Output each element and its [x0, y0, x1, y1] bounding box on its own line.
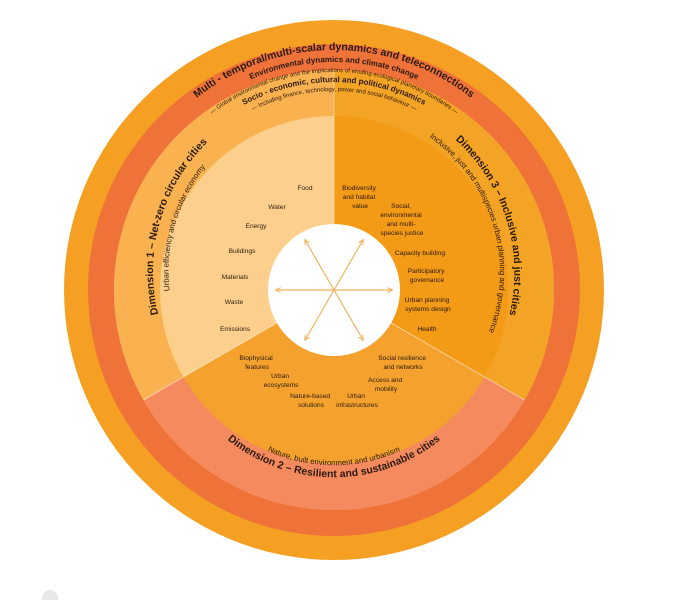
- item-buildings: Buildings: [229, 248, 256, 255]
- item-waste: Waste: [225, 299, 244, 306]
- item-urban-planning: Urban planning systems design: [405, 297, 452, 313]
- item-urban-infrastructures: Urban infrastructures: [336, 393, 378, 409]
- center-arrows: [276, 240, 392, 340]
- item-social-resilience: Social resilience and networks: [378, 355, 428, 371]
- item-nature-based-solutions: Nature-based solutions: [290, 393, 332, 409]
- item-materials: Materials: [222, 274, 249, 281]
- item-biodiversity: Biodiversity and habitat value: [342, 185, 378, 210]
- item-participatory-governance: Participatory governance: [408, 268, 447, 284]
- item-water: Water: [268, 204, 286, 211]
- item-food: Food: [297, 185, 312, 192]
- item-biophysical-features: Biophysical features: [239, 355, 274, 371]
- item-health: Health: [417, 326, 436, 333]
- corner-mark: [42, 590, 58, 600]
- item-urban-ecosystems: Urban ecosystems: [264, 373, 300, 389]
- item-capacity-building: Capacity building: [395, 250, 446, 257]
- item-emissions: Emissions: [220, 326, 251, 333]
- item-access-mobility: Access and mobility: [368, 377, 404, 393]
- item-energy: Energy: [246, 223, 268, 230]
- item-social-justice: Social, environmental and multi- species…: [380, 203, 423, 237]
